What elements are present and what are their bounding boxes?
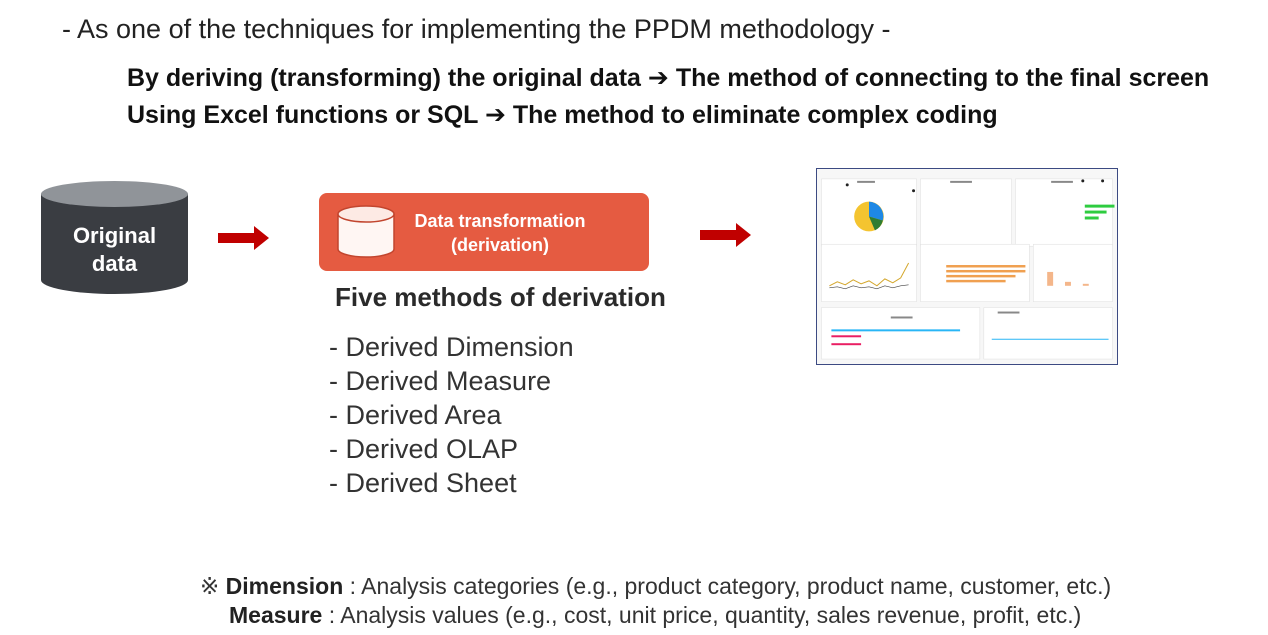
list-item: - Derived Sheet (329, 468, 517, 498)
database-cylinder-icon (337, 205, 395, 258)
footnote: ※ Dimension : Analysis categories (e.g.,… (200, 572, 1111, 630)
dashboard-thumbnail (816, 168, 1118, 365)
arrow-glyph-icon: ➔ (647, 64, 669, 92)
right-arrow-icon (218, 226, 269, 250)
measure-desc: : Analysis values (e.g., cost, unit pric… (322, 602, 1082, 628)
list-item: - Derived Dimension (329, 332, 574, 362)
intro-text: - As one of the techniques for implement… (62, 14, 891, 44)
methods-list: - Derived Dimension - Derived Measure - … (329, 330, 574, 500)
arrow-glyph-icon: ➔ (484, 101, 506, 129)
transformation-line1: Data transformation (414, 211, 586, 231)
right-arrow-icon (700, 223, 751, 247)
measure-term: Measure (229, 602, 323, 628)
method-line-1: By deriving (transforming) the original … (127, 63, 1209, 93)
note-line-dimension: ※ Dimension : Analysis categories (e.g.,… (200, 572, 1111, 601)
dimension-desc: : Analysis categories (e.g., product cat… (343, 573, 1112, 599)
method-line-2: Using Excel functions or SQL ➔ The metho… (127, 100, 998, 130)
list-item: - Derived Measure (329, 366, 552, 396)
line2-left: Using Excel functions or SQL (127, 101, 478, 129)
dimension-term: Dimension (225, 573, 344, 599)
transformation-line2: (derivation) (450, 235, 549, 255)
line2-right: The method to eliminate complex coding (512, 101, 998, 129)
original-line2: data (91, 251, 138, 276)
original-data-label: Original data (41, 222, 188, 278)
note-line-measure: Measure : Analysis values (e.g., cost, u… (200, 601, 1111, 630)
transformation-label: Data transformation (derivation) (398, 209, 602, 257)
list-item: - Derived OLAP (329, 434, 519, 464)
line1-left: By deriving (transforming) the original … (127, 64, 641, 92)
note-symbol: ※ (200, 573, 220, 599)
line1-right: The method of connecting to the final sc… (675, 64, 1210, 92)
list-item: - Derived Area (329, 400, 502, 430)
methods-title: Five methods of derivation (335, 282, 666, 312)
database-cylinder-icon (41, 181, 188, 294)
original-line1: Original (72, 223, 157, 248)
